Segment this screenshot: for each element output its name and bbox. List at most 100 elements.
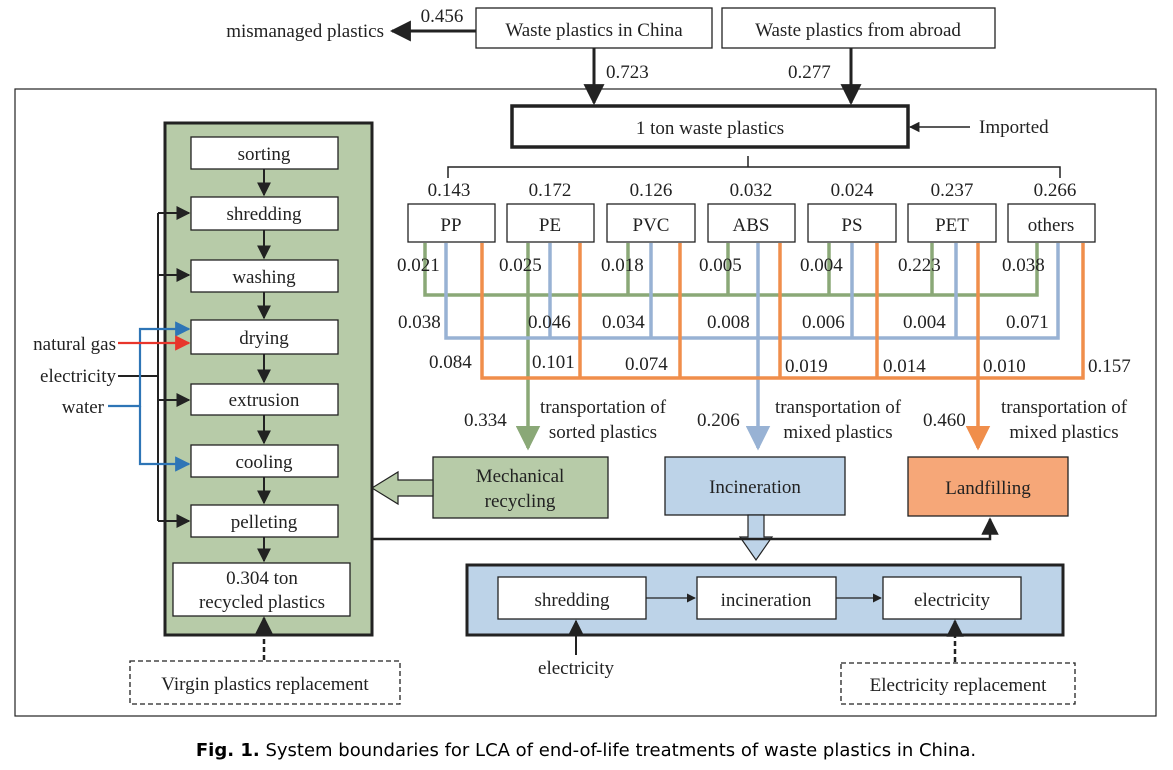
abroad-source-label: Waste plastics from abroad — [755, 20, 961, 41]
plastic-box-pvc — [606, 203, 696, 243]
plastic-name-pe: PE — [539, 215, 561, 236]
share-ps: 0.024 — [831, 180, 874, 201]
caption-label: Fig. 1. — [196, 740, 260, 761]
total-waste-label: 1 ton waste plastics — [636, 118, 784, 139]
water-to-drying — [108, 321, 191, 408]
land-total: 0.460 — [923, 410, 966, 431]
plastic-name-pet: PET — [935, 215, 969, 236]
share-others: 0.266 — [1034, 180, 1077, 201]
land-value-pvc: 0.074 — [625, 354, 668, 375]
incineration-down-arrow — [738, 514, 774, 562]
water-to-cooling — [138, 406, 191, 472]
mismanaged-label: mismanaged plastics — [226, 21, 384, 42]
green-collector — [423, 243, 1039, 297]
plastic-box-pe — [506, 203, 595, 243]
share-pet: 0.237 — [931, 180, 974, 201]
step-box-pelleting — [190, 504, 339, 538]
orange-collector — [480, 243, 1085, 380]
inc-step-shredding: shredding — [535, 590, 610, 611]
virgin-replacement-label: Virgin plastics replacement — [161, 674, 369, 695]
flow-lines — [423, 243, 1085, 451]
plastic-name-others: others — [1028, 215, 1074, 236]
recycled-output-line2: recycled plastics — [199, 592, 325, 613]
recycled-output-line1: 0.304 ton — [226, 568, 298, 589]
plastic-box-others — [1007, 203, 1096, 243]
electricity-bus — [118, 206, 191, 528]
plastic-name-abs: ABS — [733, 215, 770, 236]
china-source-label: Waste plastics in China — [505, 20, 683, 41]
landfilling-label: Landfilling — [945, 478, 1031, 499]
inc-value-abs: 0.008 — [707, 312, 750, 333]
mech-value-pe: 0.025 — [499, 255, 542, 276]
inc-value-pvc: 0.034 — [602, 312, 645, 333]
mech-value-ps: 0.004 — [800, 255, 843, 276]
land-value-pp: 0.084 — [429, 352, 472, 373]
blue-flows — [444, 243, 1060, 451]
step-box-extrusion — [190, 383, 339, 416]
step-extrusion: extrusion — [229, 390, 300, 411]
inc-step-electricity: electricity — [914, 590, 990, 611]
water-label: water — [62, 397, 105, 418]
mismanaged-value: 0.456 — [421, 6, 464, 27]
step-box-washing — [190, 259, 339, 293]
total-waste-box — [510, 104, 910, 149]
inc-step-box-incineration — [696, 576, 837, 620]
land-value-ps: 0.014 — [883, 356, 926, 377]
land-value-others: 0.157 — [1088, 356, 1131, 377]
plastic-name-pvc: PVC — [633, 215, 670, 236]
inc-step-incineration: incineration — [721, 590, 812, 611]
flow-values: 0.021 0.025 0.018 0.005 0.004 0.223 0.03… — [397, 255, 1131, 377]
plastic-types: PP PE PVC ABS PS PET others 0.143 0.172 … — [407, 180, 1096, 243]
mech-total: 0.334 — [464, 410, 507, 431]
incineration-box — [664, 456, 846, 516]
orange-flows — [480, 243, 1085, 451]
route-labels: 0.334 transportation of sorted plastics … — [464, 397, 1128, 443]
mech-value-pvc: 0.018 — [601, 255, 644, 276]
caption-text: System boundaries for LCA of end-of-life… — [260, 740, 976, 761]
land-value-pe: 0.101 — [532, 352, 575, 373]
inc-total: 0.206 — [697, 410, 740, 431]
land-value-pet: 0.010 — [983, 356, 1026, 377]
virgin-replacement-box — [129, 660, 401, 705]
inc-transport-line2: mixed plastics — [783, 422, 892, 443]
plastic-name-ps: PS — [841, 215, 862, 236]
mech-to-process-arrow — [370, 470, 434, 506]
plastic-name-pp: PP — [440, 215, 461, 236]
mechanical-recycling-label-2: recycling — [485, 491, 556, 512]
land-value-abs: 0.019 — [785, 356, 828, 377]
share-pvc: 0.126 — [630, 180, 673, 201]
step-cooling: cooling — [236, 452, 293, 473]
electricity-replacement-label: Electricity replacement — [870, 675, 1047, 696]
mechanical-recycling-label-1: Mechanical — [476, 466, 565, 487]
inc-electricity-input-label: electricity — [538, 658, 614, 679]
blue-collector — [444, 243, 1060, 340]
inc-value-pe: 0.046 — [528, 312, 571, 333]
plastic-box-pet — [907, 203, 997, 243]
step-pelleting: pelleting — [231, 512, 298, 533]
figure-caption: Fig. 1. System boundaries for LCA of end… — [196, 740, 976, 761]
mech-transport-line2: sorted plastics — [549, 422, 657, 443]
share-pe: 0.172 — [529, 180, 572, 201]
incineration-label: Incineration — [709, 477, 801, 498]
imported-label: Imported — [979, 117, 1049, 138]
electricity-input-label: electricity — [40, 366, 116, 387]
land-transport-line2: mixed plastics — [1009, 422, 1118, 443]
share-abs: 0.032 — [730, 180, 773, 201]
plastic-box-abs — [707, 203, 796, 243]
step-washing: washing — [232, 267, 296, 288]
step-sorting: sorting — [238, 144, 291, 165]
mech-value-pet: 0.223 — [898, 255, 941, 276]
inc-value-pet: 0.004 — [903, 312, 946, 333]
natural-gas-label: natural gas — [33, 334, 116, 355]
composition-brace — [447, 156, 1061, 178]
step-shredding: shredding — [227, 204, 302, 225]
residue-to-landfill-arrow — [372, 517, 999, 541]
plastic-box-ps — [807, 203, 897, 243]
water-lines — [108, 321, 191, 472]
mechanical-steps: sorting shredding washing drying extrusi… — [172, 136, 351, 617]
step-box-shredding — [190, 196, 339, 231]
abroad-share: 0.277 — [788, 62, 831, 83]
inc-step-box-electricity — [882, 576, 1022, 620]
inc-value-others: 0.071 — [1006, 312, 1049, 333]
